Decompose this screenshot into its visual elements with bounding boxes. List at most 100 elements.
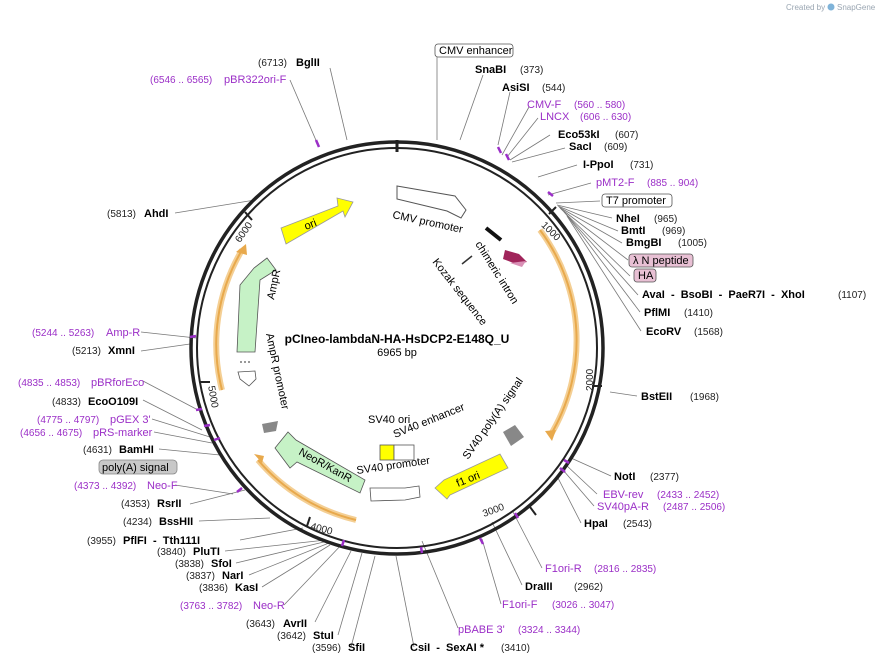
- site-pos: (1005): [678, 238, 707, 249]
- site-name: RsrII: [157, 498, 181, 510]
- plasmid-name: pCIneo-lambdaN-HA-HsDCP2-E148Q_U: [285, 332, 510, 346]
- site-name: BmgBI: [626, 237, 661, 249]
- site-name: SnaBI: [475, 64, 506, 76]
- tick-label-6000: 6000: [233, 220, 255, 245]
- primer-pos: (4775 .. 4797): [37, 415, 99, 426]
- primer-name: Neo-F: [147, 480, 178, 492]
- primer-name: F1ori-F: [502, 599, 538, 611]
- intron-mark: [484, 226, 503, 242]
- primer-name: Amp-R: [106, 327, 140, 339]
- primer-pos: (606 .. 630): [580, 112, 631, 123]
- site-name: SacI: [569, 141, 592, 153]
- site-pos: (609): [604, 142, 627, 153]
- site-name: AhdI: [144, 208, 168, 220]
- polya-label: poly(A) signal: [102, 462, 169, 474]
- site-pos: (4631): [83, 445, 112, 456]
- primer-pos: (3026 .. 3047): [552, 600, 614, 611]
- t7-promoter-label: T7 promoter: [606, 195, 666, 207]
- site-pos: (3642): [277, 631, 306, 642]
- primer-pos: (2487 .. 2506): [663, 502, 725, 513]
- site-pos: (3643): [246, 619, 275, 630]
- site-name: BglII: [296, 57, 320, 69]
- site-name: NarI: [222, 570, 243, 582]
- site-pos: (544): [542, 83, 565, 94]
- ha-label: HA: [638, 270, 654, 282]
- kozak-label: Kozak sequence: [430, 256, 490, 327]
- tick-label-5000: 5000: [205, 385, 220, 409]
- sv40-ori-label: SV40 ori: [368, 414, 410, 426]
- ampr-arrow: [236, 257, 277, 353]
- primer-name: pBR322ori-F: [224, 74, 287, 86]
- snapgene-logo-icon: [827, 3, 835, 11]
- primer-pos: (6546 .. 6565): [150, 75, 212, 86]
- site-name: CsiI - SexAI *: [410, 642, 485, 654]
- site-name: HpaI: [584, 518, 608, 530]
- chimeric-intron-label: chimeric intron: [472, 239, 520, 306]
- f1-ori-arrow: [434, 453, 509, 500]
- primer-pos: (5244 .. 5263): [32, 328, 94, 339]
- site-name: BssHII: [159, 516, 193, 528]
- primer-name: pGEX 3': [110, 414, 151, 426]
- cmv-enhancer-label: CMV enhancer: [439, 45, 513, 57]
- ori-label: ori: [303, 217, 319, 233]
- site-name: AsiSI: [502, 82, 530, 94]
- site-name: BmtI: [621, 225, 645, 237]
- site-pos: (1968): [690, 392, 719, 403]
- primer-name: F1ori-R: [545, 563, 582, 575]
- tick-label-2000: 2000: [585, 368, 596, 391]
- plasmid-size: 6965 bp: [377, 347, 417, 359]
- site-pos: (1107): [838, 290, 866, 301]
- site-name: StuI: [313, 630, 334, 642]
- primer-pos: (2433 .. 2452): [657, 490, 719, 501]
- primer-name: EBV-rev: [603, 489, 644, 501]
- credit-brand: SnapGene: [837, 3, 876, 12]
- site-pos: (4353): [121, 499, 150, 510]
- primer-name: CMV-F: [527, 99, 562, 111]
- lambda-n-mark: [510, 261, 526, 267]
- site-pos: (2377): [650, 472, 679, 483]
- site-pos: (2543): [623, 519, 652, 530]
- site-pos: (4833): [52, 397, 81, 408]
- site-name: AvrII: [283, 618, 307, 630]
- site-name: KasI: [235, 582, 258, 594]
- grey-box-left: [262, 421, 278, 433]
- primer-name: Neo-R: [253, 600, 285, 612]
- primer-marks: [189, 139, 570, 554]
- site-name: XmnI: [108, 345, 135, 357]
- site-pos: (965): [654, 214, 677, 225]
- site-name: AvaI - BsoBI - PaeR7I - XhoI: [642, 289, 805, 301]
- sv40-ori-box: [379, 444, 395, 461]
- site-name: PflMI: [644, 307, 670, 319]
- primer-name: SV40pA-R: [597, 501, 649, 513]
- site-pos: (3836): [199, 583, 228, 594]
- site-pos: (731): [630, 160, 653, 171]
- orf-arrows: [213, 228, 580, 523]
- leader-lines: [140, 55, 642, 648]
- site-name: PflFI - Tth111I: [123, 535, 200, 547]
- sites-left: (6546 .. 6565) pBR322ori-F (5813) AhdI (…: [18, 74, 365, 654]
- chimeric-intron-arrow: [503, 250, 527, 264]
- site-name: DraIII: [525, 581, 553, 593]
- primer-pos: (4835 .. 4853): [18, 378, 80, 389]
- primer-name: LNCX: [540, 111, 570, 123]
- site-pos: (1568): [694, 327, 723, 338]
- site-name: EcoO109I: [88, 396, 138, 408]
- grey-box-right: [503, 425, 524, 446]
- site-name: BstEII: [641, 391, 672, 403]
- primer-pos: (2816 .. 2835): [594, 564, 656, 575]
- site-pos: (373): [520, 65, 543, 76]
- primer-pos: (4656 .. 4675): [20, 428, 82, 439]
- site-pos: (5813): [107, 209, 136, 220]
- site-name: NotI: [614, 471, 635, 483]
- site-pos: (3596): [312, 643, 341, 654]
- site-pos: (607): [615, 130, 638, 141]
- site-pos: (1410): [684, 308, 713, 319]
- credit-text: Created by: [786, 3, 825, 12]
- site-pos: (5213): [72, 346, 101, 357]
- site-name: NheI: [616, 213, 640, 225]
- lambda-n-label: λ N peptide: [633, 255, 689, 267]
- primer-name: pRS-marker: [93, 427, 153, 439]
- sv40-enhancer-box: [393, 444, 415, 461]
- site-pos: (3840): [157, 547, 186, 558]
